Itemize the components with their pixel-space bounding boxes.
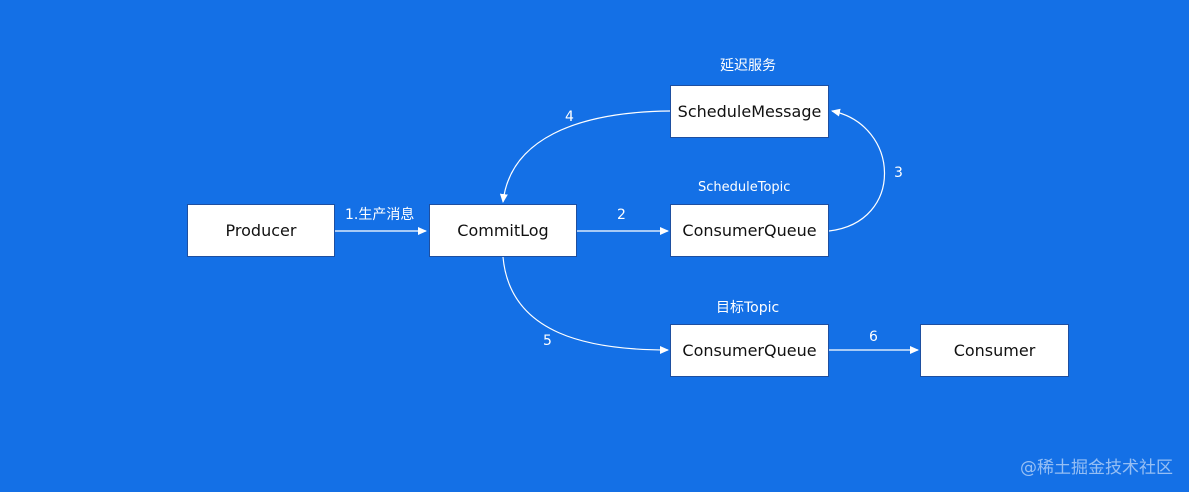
node-consumer-queue-schedule: ConsumerQueue	[670, 204, 829, 257]
edge-label-6: 6	[869, 329, 878, 345]
edge-label-2: 2	[617, 207, 626, 223]
node-producer: Producer	[187, 204, 335, 257]
node-commitlog-label: CommitLog	[457, 221, 549, 240]
edge-label-5: 5	[543, 333, 552, 349]
node-producer-label: Producer	[225, 221, 297, 240]
edge-label-4: 4	[565, 109, 574, 125]
node-consumer-queue-target-label: ConsumerQueue	[682, 341, 817, 360]
edge-schedule-message-to-commitlog	[499, 110, 671, 203]
watermark: @稀土掘金技术社区	[1020, 458, 1173, 478]
edge-commitlog-to-target-queue	[502, 256, 669, 354]
group-label-target-topic: 目标Topic	[716, 300, 780, 316]
edge-schedule-queue-to-schedule-message	[828, 108, 886, 232]
group-label-delay-service: 延迟服务	[720, 58, 776, 74]
edge-label-3: 3	[894, 165, 903, 181]
group-label-schedule-topic: ScheduleTopic	[698, 180, 791, 195]
node-consumer-queue-target: ConsumerQueue	[670, 324, 829, 377]
node-consumer-queue-schedule-label: ConsumerQueue	[682, 221, 817, 240]
node-schedule-message: ScheduleMessage	[670, 85, 829, 138]
node-commitlog: CommitLog	[429, 204, 577, 257]
node-consumer-label: Consumer	[953, 341, 1036, 360]
node-schedule-message-label: ScheduleMessage	[677, 102, 822, 121]
edge-label-1: 1.生产消息	[345, 207, 415, 223]
node-consumer: Consumer	[920, 324, 1069, 377]
